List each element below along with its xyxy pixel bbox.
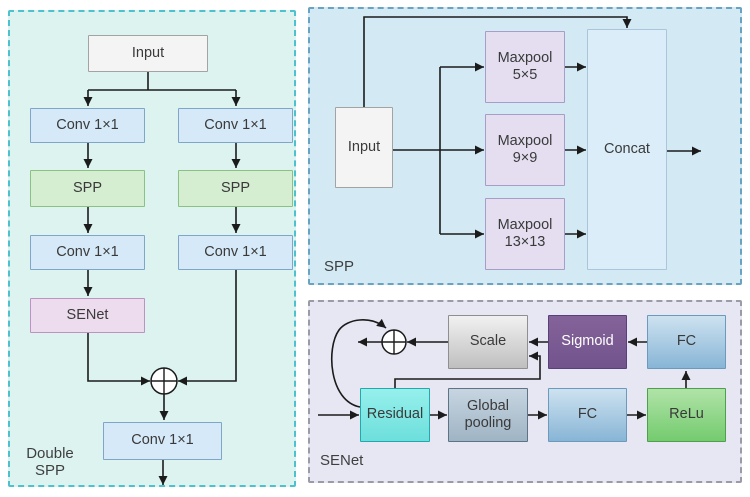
spp-connectors (363, 16, 701, 239)
node-sigmoid: Sigmoid (548, 315, 627, 369)
node-fc-top: FC (647, 315, 726, 369)
node-maxpool-9x9: Maxpool 9×9 (485, 114, 565, 186)
node-maxpool-13x13: Maxpool 13×13 (485, 198, 565, 270)
node-global-pooling: Global pooling (448, 388, 528, 442)
node-scale: Scale (448, 315, 528, 369)
node-concat: Concat (587, 29, 667, 270)
node-input: Input (335, 107, 393, 188)
add-merge-icon (381, 329, 407, 355)
node-residual: Residual (360, 388, 430, 442)
node-relu: ReLu (647, 388, 726, 442)
node-conv1x1-out: Conv 1×1 (103, 422, 222, 460)
senet-connectors (318, 318, 691, 420)
node-fc-bottom: FC (548, 388, 627, 442)
node-conv1x1: Conv 1×1 (30, 235, 145, 270)
node-spp: SPP (178, 170, 293, 207)
node-conv1x1: Conv 1×1 (30, 108, 145, 143)
panel-label-spp: SPP (324, 258, 355, 275)
node-spp: SPP (30, 170, 145, 207)
node-maxpool-5x5: Maxpool 5×5 (485, 31, 565, 103)
double-spp-connectors (83, 72, 241, 485)
node-senet: SENet (30, 298, 145, 333)
panel-label-senet: SENet (320, 452, 364, 469)
add-merge-icon (150, 367, 178, 395)
node-conv1x1: Conv 1×1 (178, 235, 293, 270)
panel-label-double-spp: Double SPP (26, 445, 74, 480)
node-input: Input (88, 35, 208, 72)
node-conv1x1: Conv 1×1 (178, 108, 293, 143)
